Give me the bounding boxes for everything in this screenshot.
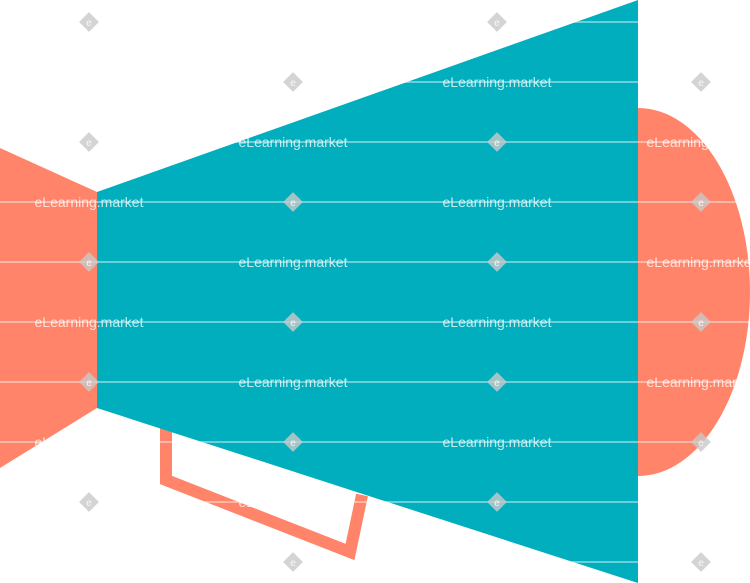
watermark-diamond-icon — [487, 252, 507, 272]
watermark-diamond-icon — [487, 132, 507, 152]
watermark-badge-icon: e — [698, 438, 704, 449]
watermark-text: eLearning.market — [443, 434, 552, 450]
watermark-text: eLearning.market — [443, 194, 552, 210]
watermark-badge-icon: e — [86, 498, 92, 509]
watermark-badge-icon: e — [290, 318, 296, 329]
megaphone-front-bell — [638, 108, 750, 476]
watermark-badge-icon: e — [290, 438, 296, 449]
watermark-text: eLearning.market — [239, 374, 348, 390]
watermark-badge-icon: e — [494, 138, 500, 149]
watermark-badge-icon: e — [86, 138, 92, 149]
watermark-badge-icon: e — [290, 78, 296, 89]
watermark-badge-icon: e — [494, 498, 500, 509]
watermark-diamond-icon — [691, 432, 711, 452]
watermark-text: eLearning.market — [443, 314, 552, 330]
watermark-text: eLearning.market — [239, 14, 348, 30]
watermark-text: eLearning.market — [35, 194, 144, 210]
watermark-diamond-icon — [79, 252, 99, 272]
watermark-text: eLearning.market — [647, 254, 750, 270]
watermark-diamond-icon — [283, 72, 303, 92]
watermark-text: eLearning.market — [443, 74, 552, 90]
watermark-diamond-icon — [79, 372, 99, 392]
watermark-text: eLearning.market — [35, 74, 144, 90]
watermark-diamond-icon — [79, 492, 99, 512]
watermark-diamond-icon — [283, 192, 303, 212]
watermark-diamond-icon — [691, 312, 711, 332]
megaphone-handle — [160, 420, 368, 561]
watermark-badge-icon: e — [86, 258, 92, 269]
watermark-diamond-icon — [487, 492, 507, 512]
megaphone-back-cap — [0, 148, 97, 468]
watermark-text: eLearning.market — [35, 554, 144, 570]
watermark-diamond-icon — [79, 12, 99, 32]
watermark-diamond-icon — [283, 312, 303, 332]
watermark-diamond-icon — [283, 432, 303, 452]
watermark-text: eLearning.market — [647, 494, 750, 510]
watermark-badge-icon: e — [494, 18, 500, 29]
watermark-text: eLearning.market — [239, 494, 348, 510]
watermark-text: eLearning.market — [647, 14, 750, 30]
watermark-layer: e eLearning.market e eLearning.market eLearn… — [0, 12, 750, 572]
watermark-badge-icon: e — [494, 258, 500, 269]
watermark-badge-icon: e — [698, 558, 704, 569]
watermark-badge-icon: e — [698, 78, 704, 89]
watermark-badge-icon: e — [494, 378, 500, 389]
watermark-text: eLearning.market — [239, 254, 348, 270]
watermark-diamond-icon — [487, 12, 507, 32]
watermark-badge-icon: e — [86, 18, 92, 29]
watermark-text: eLearning.market — [443, 554, 552, 570]
watermark-diamond-icon — [79, 132, 99, 152]
watermark-diamond-icon — [283, 552, 303, 572]
watermark-badge-icon: e — [698, 318, 704, 329]
watermark-diamond-icon — [691, 552, 711, 572]
watermark-badge-icon: e — [86, 378, 92, 389]
watermark-text: eLearning.market — [35, 434, 144, 450]
watermark-diamond-icon — [487, 372, 507, 392]
watermark-text: eLearning.market — [239, 134, 348, 150]
watermark-badge-icon: e — [698, 198, 704, 209]
watermark-text: eLearning.market — [35, 314, 144, 330]
watermark-badge-icon: e — [290, 198, 296, 209]
watermark-badge-icon: e — [290, 558, 296, 569]
watermark-text: eLearning.market — [647, 134, 750, 150]
watermark-text: eLearning.market — [647, 374, 750, 390]
